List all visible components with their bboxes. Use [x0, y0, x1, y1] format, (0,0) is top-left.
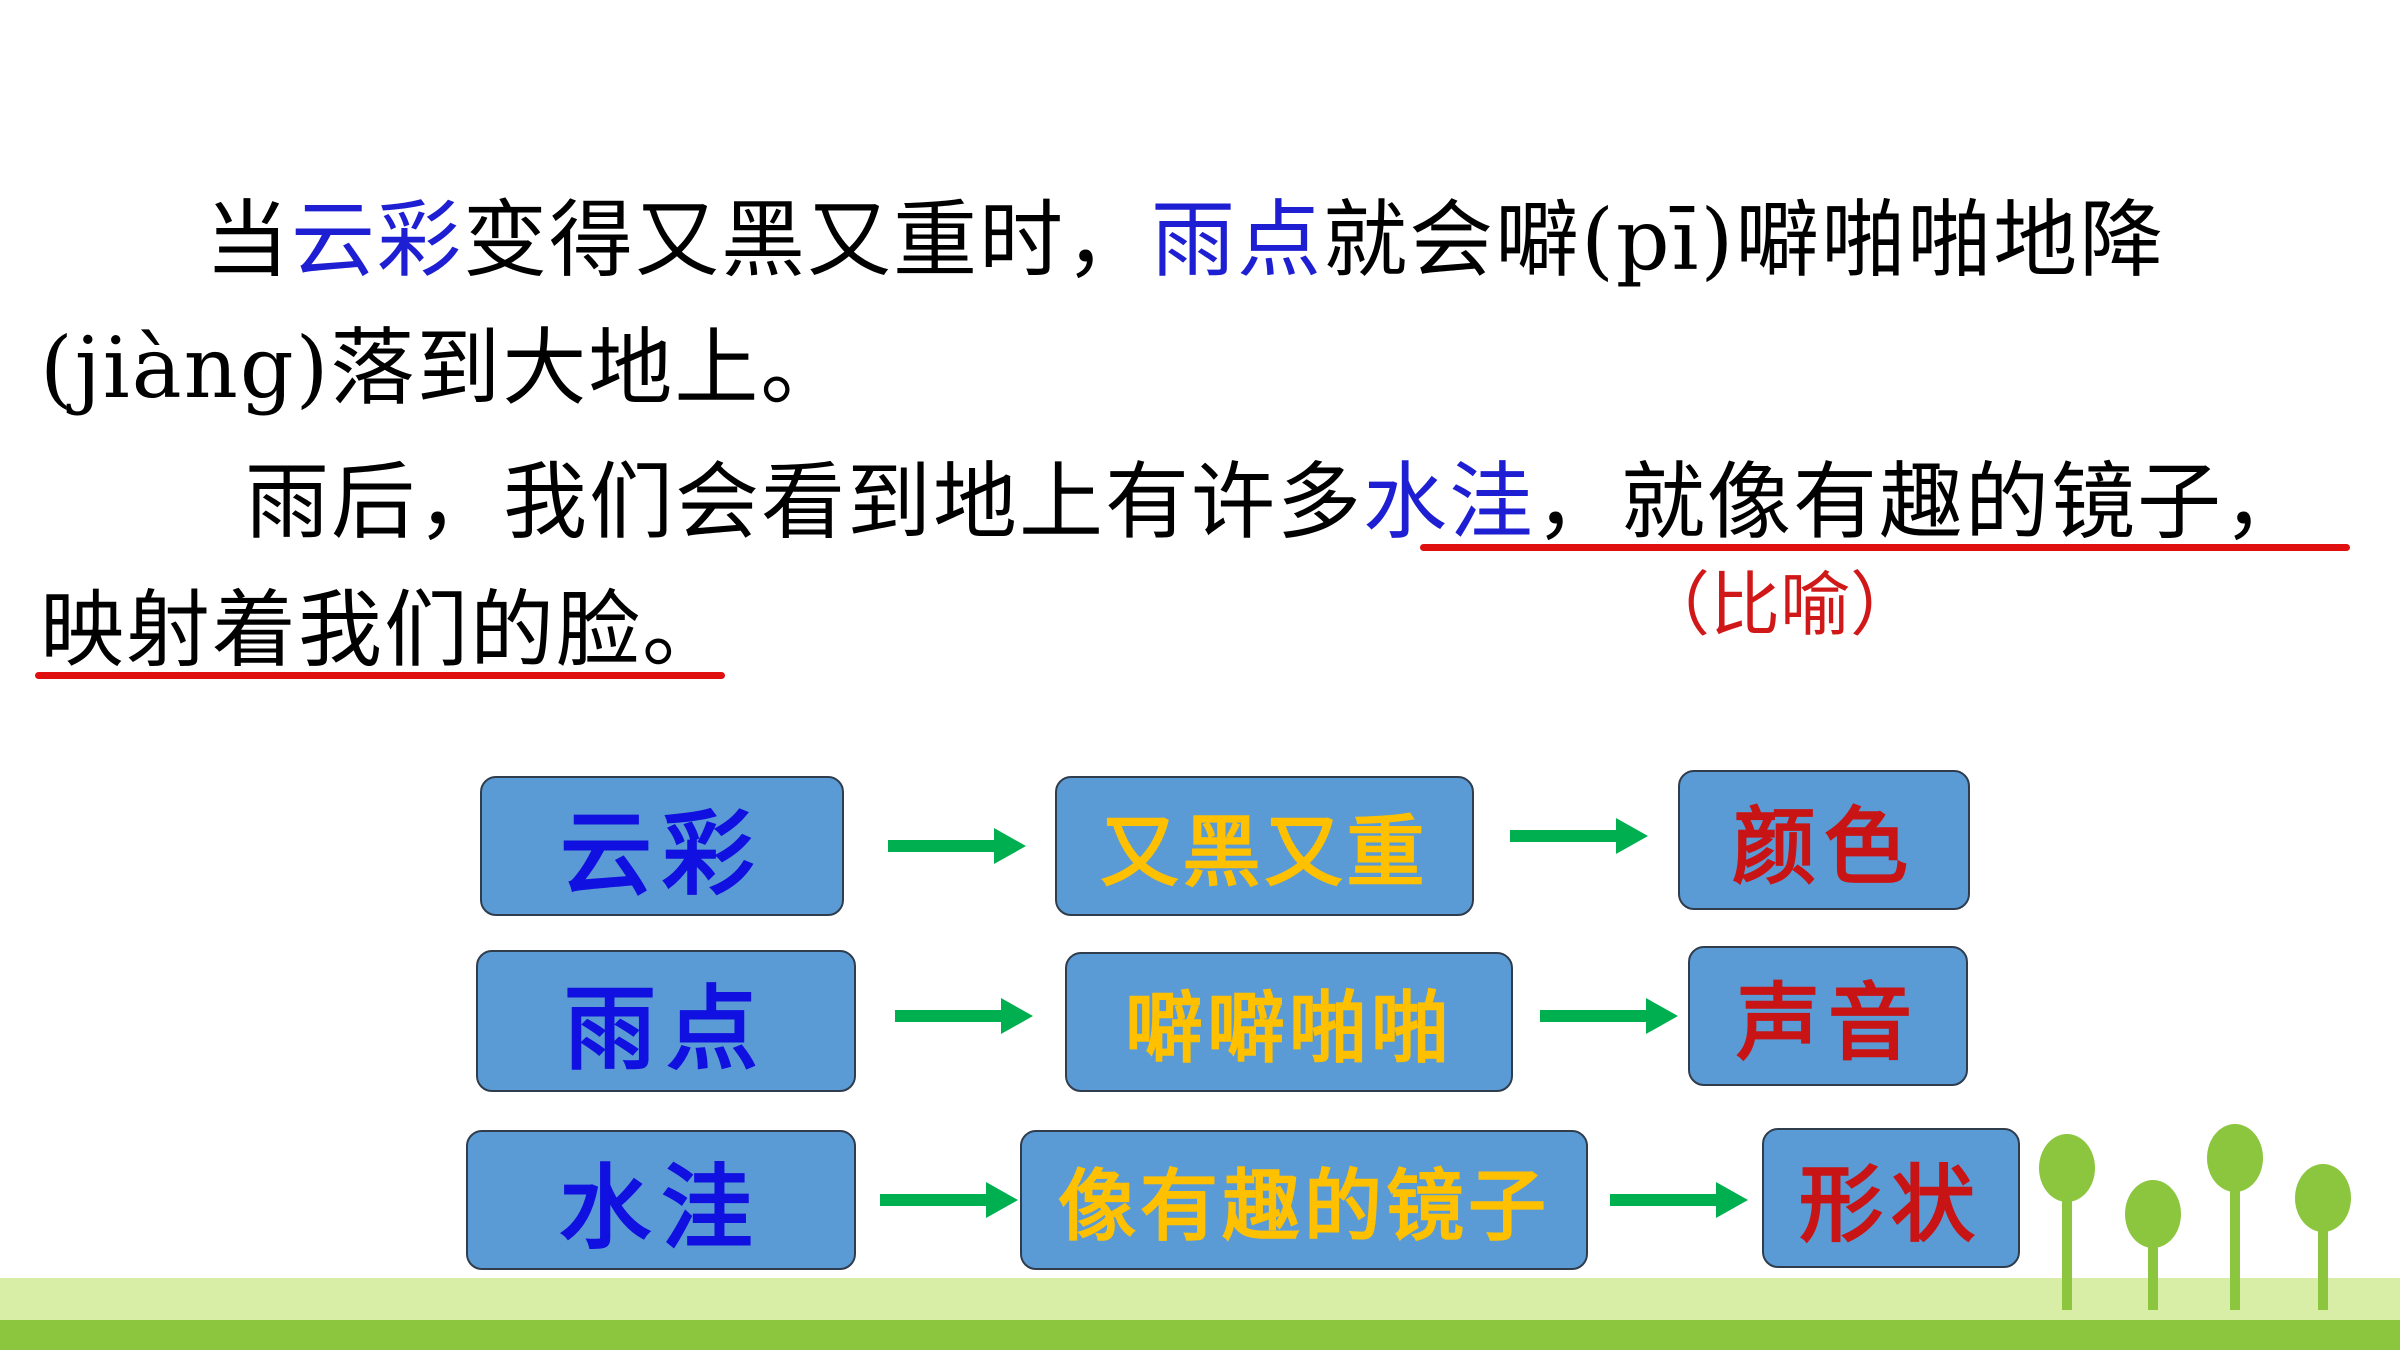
simile-annotation: （比喻）	[1640, 564, 1920, 646]
highlight-raindrops: 雨点	[1151, 191, 1324, 289]
highlight-clouds: 云彩	[291, 191, 464, 289]
paragraph1-text: 变得又黑又重时，	[463, 191, 1152, 289]
term-box-puddles: 水洼	[466, 1130, 856, 1270]
ground-strip-dark	[0, 1320, 2400, 1350]
paragraph1-line2: (jiàng)落到大地上。	[40, 319, 847, 417]
aspect-box-sound: 声音	[1688, 946, 1968, 1086]
arrow-icon	[1540, 998, 1678, 1034]
arrow-icon	[895, 998, 1033, 1034]
paragraph2-text: ，就像有趣的镜子，	[1535, 453, 2310, 551]
paragraph2-text: 雨后，我们会看到地上有许多	[245, 453, 1364, 551]
paragraph2-line1: 雨后，我们会看到地上有许多水洼，就像有趣的镜子，	[245, 452, 2309, 552]
description-box-clouds: 又黑又重	[1055, 776, 1474, 916]
arrow-icon	[1610, 1182, 1748, 1218]
paragraph1-text: 就会噼(pī)噼啪啪地降	[1323, 191, 2166, 289]
term-box-raindrops: 雨点	[476, 950, 856, 1092]
aspect-box-shape: 形状	[1762, 1128, 2020, 1268]
term-box-clouds: 云彩	[480, 776, 844, 916]
trees-illustration	[2039, 1124, 2351, 1310]
arrow-icon	[880, 1182, 1018, 1218]
simile-underline-2	[35, 672, 725, 679]
description-box-puddles: 像有趣的镜子	[1020, 1130, 1588, 1270]
paragraph1-line1: 当云彩变得又黑又重时，雨点就会噼(pī)噼啪啪地降	[205, 190, 2165, 290]
aspect-box-color: 颜色	[1678, 770, 1970, 910]
paragraph2-line2: 映射着我们的脸。	[40, 581, 729, 679]
paragraph1-text: 当	[205, 191, 292, 289]
ground-strip-light	[0, 1278, 2400, 1320]
arrow-icon	[888, 828, 1026, 864]
simile-underline-1	[1420, 544, 2350, 551]
description-box-raindrops: 噼噼啪啪	[1065, 952, 1513, 1092]
arrow-icon	[1510, 818, 1648, 854]
highlight-puddles: 水洼	[1363, 453, 1536, 551]
